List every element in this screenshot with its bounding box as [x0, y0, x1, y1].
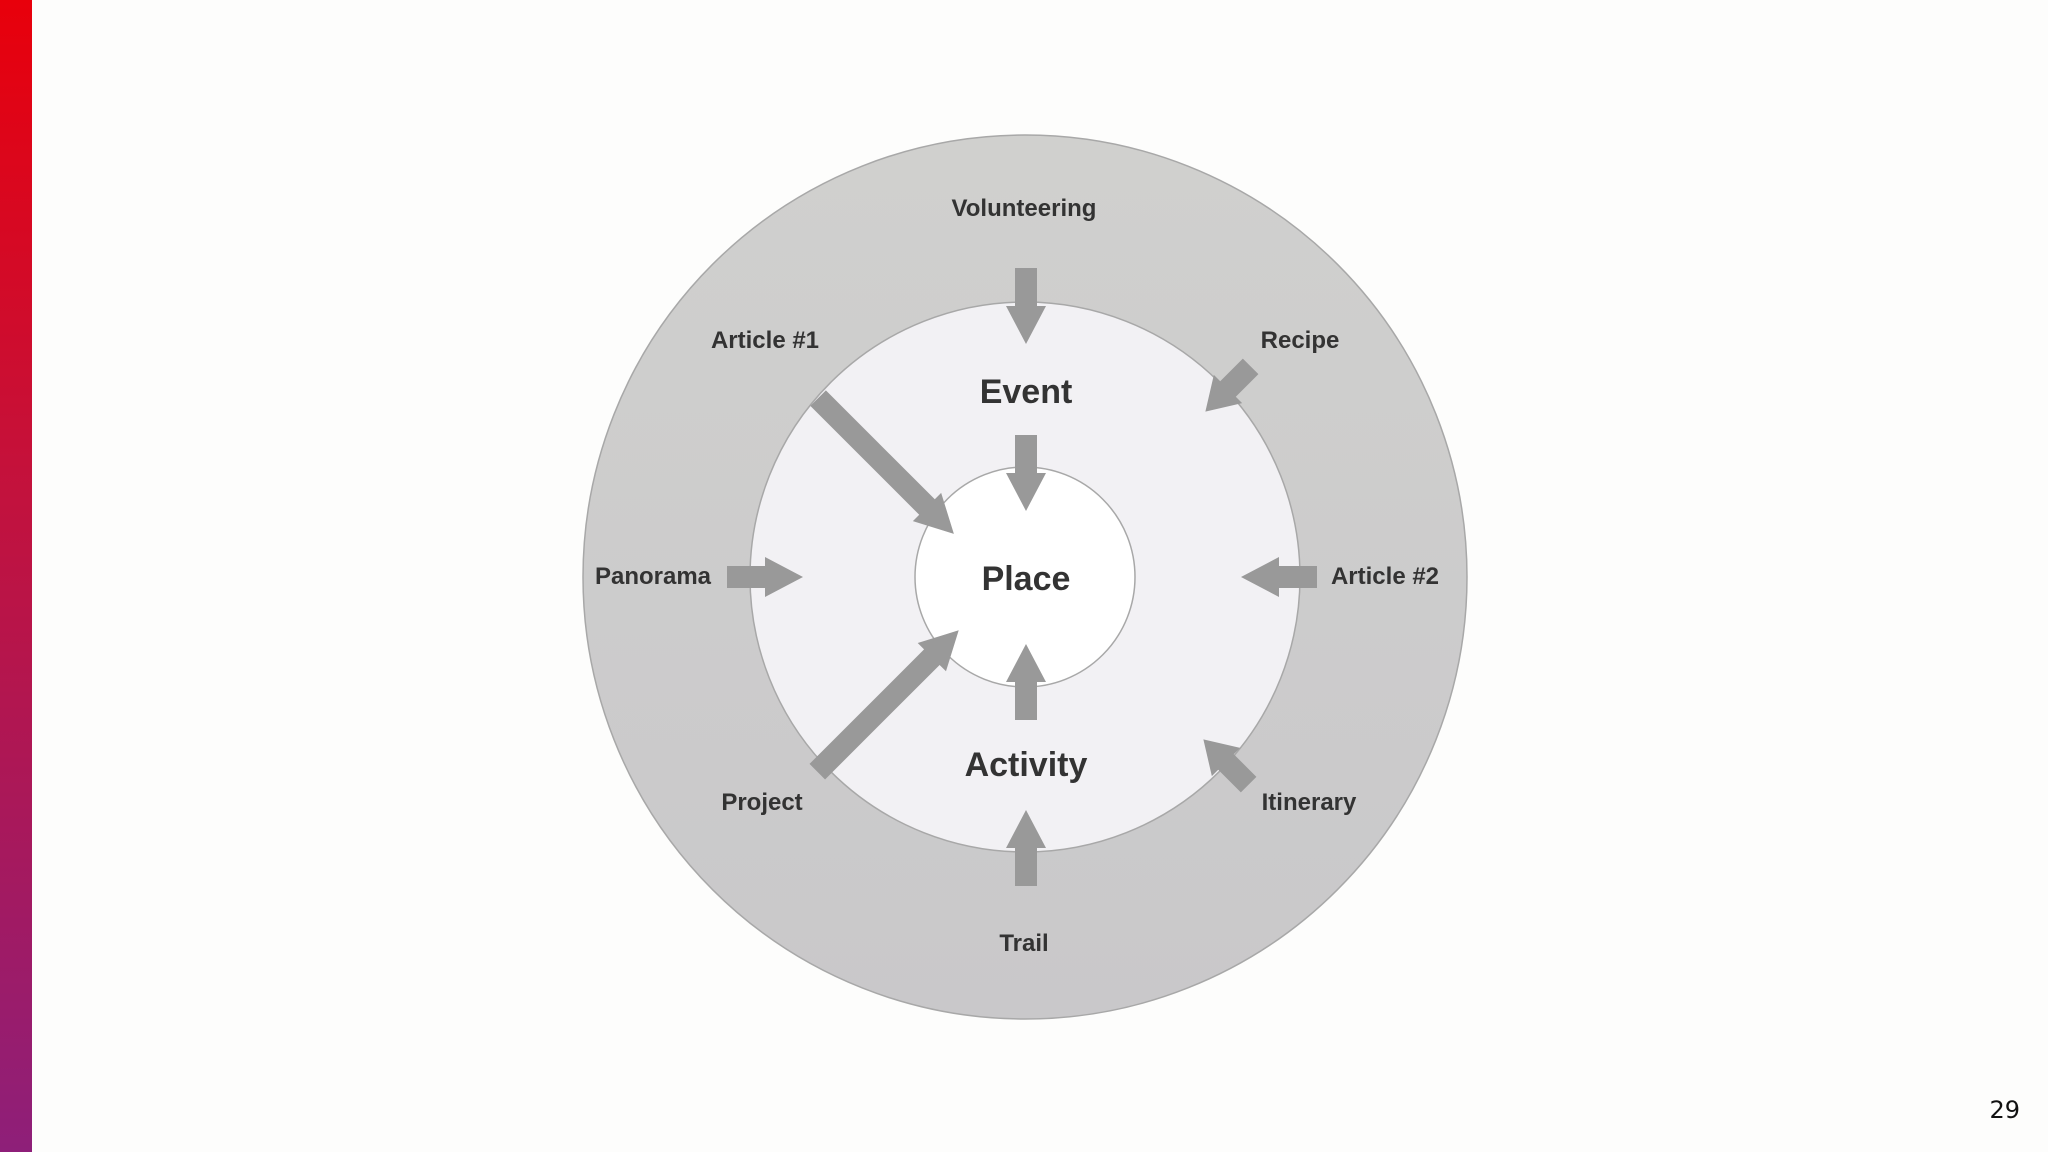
outer-label-article-1: Article #1: [711, 327, 819, 354]
arrow-itinerary-to-activity: [1203, 739, 1257, 793]
center-label: Place: [982, 560, 1071, 598]
arrow-recipe-to-event: [1205, 358, 1259, 412]
arrow-article1-to-place: [810, 390, 954, 534]
arrow-trail-to-activity: [1006, 810, 1046, 886]
outer-label-volunteering: Volunteering: [952, 195, 1097, 222]
middle-label-event: Event: [980, 373, 1073, 411]
outer-label-article-2: Article #2: [1331, 563, 1439, 590]
middle-label-activity: Activity: [965, 746, 1088, 784]
outer-label-trail: Trail: [999, 930, 1048, 957]
outer-label-recipe: Recipe: [1261, 327, 1340, 354]
accent-bar: [0, 0, 32, 1152]
arrow-article2-to-middle: [1241, 557, 1317, 597]
arrow-project-to-place: [809, 630, 959, 780]
arrow-activity-to-place: [1006, 644, 1046, 720]
outer-label-panorama: Panorama: [595, 563, 712, 590]
arrow-event-to-place: [1006, 435, 1046, 511]
arrow-volunteering-to-event: [1006, 268, 1046, 344]
outer-label-project: Project: [721, 789, 802, 816]
outer-label-itinerary: Itinerary: [1262, 789, 1357, 816]
arrow-panorama-to-middle: [727, 557, 803, 597]
page-number: 29: [1989, 1096, 2020, 1124]
